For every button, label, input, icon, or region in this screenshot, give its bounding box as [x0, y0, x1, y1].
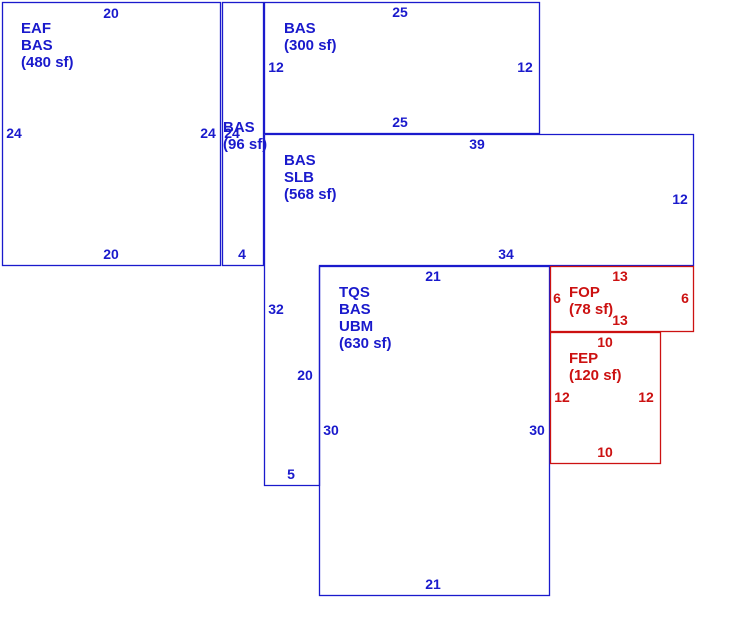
- area-code-eaf: EAF: [21, 20, 51, 37]
- dimension-slb-bottom: 34: [498, 246, 514, 262]
- dimension-fep-top: 10: [597, 334, 613, 350]
- dimension-eaf-bottom: 20: [103, 246, 119, 262]
- area-code-bas: BAS: [223, 119, 255, 136]
- area-size: (480 sf): [21, 54, 74, 71]
- dimension-eaf-right: 24: [200, 125, 216, 141]
- dimension-bas300-top: 25: [392, 4, 408, 20]
- area-size: (300 sf): [284, 37, 337, 54]
- dimension-fop-top: 13: [612, 268, 628, 284]
- area-label-eaf: EAF BAS (480 sf): [21, 20, 74, 71]
- area-code-fep: FEP: [569, 350, 599, 367]
- bas96-outline: [221, 1, 265, 267]
- dimension-slb-right: 12: [672, 191, 688, 207]
- area-size: (120 sf): [569, 367, 622, 384]
- area-code-ubm: UBM: [339, 318, 374, 335]
- dimension-eaf-top: 20: [103, 5, 119, 21]
- area-label-fep: FEP (120 sf): [569, 350, 622, 384]
- dimension-bas300-left: 12: [268, 59, 284, 75]
- area-label-slb: BAS SLB (568 sf): [284, 152, 337, 203]
- dimension-fep-left: 12: [554, 389, 570, 405]
- dimension-tqs-top: 21: [425, 268, 441, 284]
- dimension-bas300-bottom: 25: [392, 114, 408, 130]
- fop-outline: [549, 265, 695, 333]
- area-size: (96 sf): [223, 136, 268, 153]
- dimension-bas96-side: 24: [224, 125, 240, 141]
- area-code-tqs: TQS: [339, 284, 370, 301]
- tqs-outline: [318, 265, 551, 597]
- dimension-eaf-left: 24: [6, 125, 22, 141]
- dimension-slb-top: 39: [469, 136, 485, 152]
- dimension-fep-right: 12: [638, 389, 654, 405]
- dimension-fep-bottom: 10: [597, 444, 613, 460]
- area-code-slb: SLB: [284, 169, 314, 186]
- dimension-slb-left: 32: [268, 301, 284, 317]
- dimension-fop-left: 6: [553, 290, 561, 306]
- area-label-tqs: TQS BAS UBM (630 sf): [339, 284, 392, 352]
- slb-outline: [263, 133, 695, 487]
- dimension-tqs-left: 30: [323, 422, 339, 438]
- bas300-outline: [263, 1, 541, 135]
- area-code-bas: BAS: [284, 20, 316, 37]
- area-label-fop: FOP (78 sf): [569, 284, 613, 318]
- area-code-fop: FOP: [569, 284, 600, 301]
- dimension-bas96-bottom: 4: [238, 246, 246, 262]
- area-size: (630 sf): [339, 335, 392, 352]
- fep-outline: [549, 331, 662, 465]
- area-code-bas: BAS: [21, 37, 53, 54]
- eaf-outline: [1, 1, 222, 267]
- dimension-tqs-bottom: 21: [425, 576, 441, 592]
- area-size: (78 sf): [569, 301, 614, 318]
- dimension-fop-bottom: 13: [612, 312, 628, 328]
- area-size: (568 sf): [284, 186, 337, 203]
- area-label-bas96: BAS (96 sf): [223, 119, 267, 153]
- area-label-bas300: BAS (300 sf): [284, 20, 337, 54]
- dimension-slb-inner: 20: [297, 367, 313, 383]
- dimension-slb-foot: 5: [287, 466, 295, 482]
- dimension-tqs-right: 30: [529, 422, 545, 438]
- dimension-fop-right: 6: [681, 290, 689, 306]
- area-code-bas: BAS: [284, 152, 316, 169]
- area-code-bas: BAS: [339, 301, 371, 318]
- dimension-bas300-right: 12: [517, 59, 533, 75]
